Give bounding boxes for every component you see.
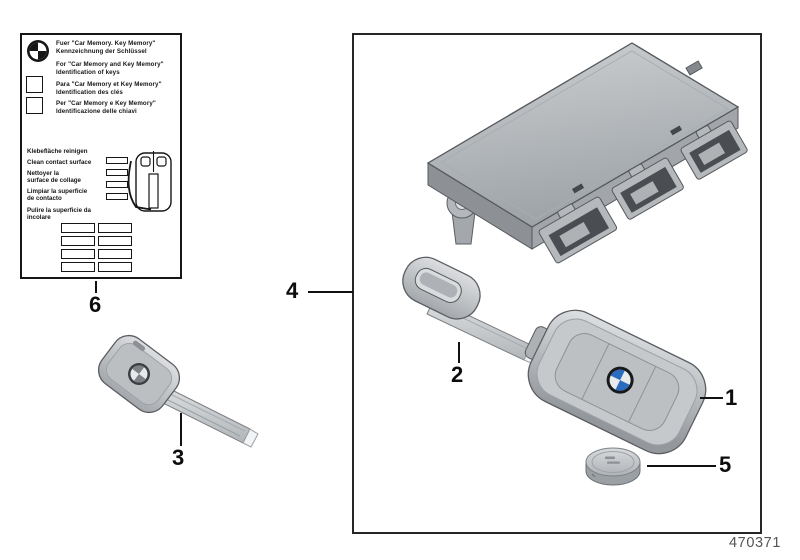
label-line: Pulire la superficie da [27, 207, 91, 214]
label-line: For "Car Memory and Key Memory" [56, 61, 164, 68]
sticker-grid-cell [98, 249, 132, 259]
label-line: Per "Car Memory e Key Memory" [56, 100, 156, 107]
label-line: Nettoyer la [27, 170, 59, 177]
label-line: Para "Car Memory et Key Memory" [56, 81, 162, 88]
leader-line-6 [95, 281, 97, 293]
label-line: Limpiar la superficie [27, 188, 88, 195]
sticker-slot [106, 157, 128, 164]
sticker-slot [106, 193, 128, 200]
sticker-grid-cell [61, 249, 95, 259]
label-line: Clean contact surface [27, 159, 92, 166]
label-text-english: For "Car Memory and Key Memory" Identifi… [56, 61, 178, 76]
sticker-grid-cell [61, 223, 95, 233]
callout-1-fob[interactable]: 1 [725, 385, 738, 410]
label-line: Kennzeichnung der Schlüssel [56, 47, 147, 55]
clean-text-german: Klebefläche reinigen [27, 148, 127, 155]
label-line: surface de collage [27, 177, 81, 185]
sticker-grid-cell [98, 262, 132, 272]
label-line: de contacto [27, 195, 62, 203]
sticker-slot [106, 181, 128, 188]
kit-contents-box [352, 33, 762, 534]
callout-6-label-sheet[interactable]: 6 [89, 292, 102, 317]
clean-text-english: Clean contact surface [27, 159, 127, 166]
bmw-roundel-mono-icon [128, 363, 150, 385]
leader-line-3 [180, 413, 182, 446]
clean-text-spanish: Limpiar la superficie de contacto [27, 188, 127, 203]
label-text-french: Para "Car Memory et Key Memory" Identifi… [56, 81, 178, 96]
label-checkbox-1 [26, 76, 43, 93]
leader-line-2 [458, 342, 460, 363]
label-text-german: Fuer "Car Memory. Key Memory" Kennzeichn… [56, 40, 178, 55]
label-line: Identificazione delle chiavi [56, 107, 137, 115]
diagram-reference-number: 470371 [729, 535, 781, 551]
label-text-italian: Per "Car Memory e Key Memory" Identifica… [56, 100, 178, 115]
sticker-grid-cell [61, 236, 95, 246]
label-line: Identification des clés [56, 88, 123, 96]
leader-line-5 [647, 465, 716, 467]
callout-4-kit-box[interactable]: 4 [286, 278, 299, 303]
leader-line-1 [700, 397, 723, 399]
callout-5-battery[interactable]: 5 [719, 452, 732, 477]
label-checkbox-2 [26, 97, 43, 114]
callout-3-key-blank[interactable]: 3 [172, 445, 185, 470]
clean-text-italian: Pulire la superficie da incolare [27, 207, 127, 222]
label-line: Identification of keys [56, 68, 120, 76]
sticker-grid-cell [61, 262, 95, 272]
clean-text-french: Nettoyer la surface de collage [27, 170, 127, 185]
leader-line-4 [308, 291, 353, 293]
sticker-grid-cell [98, 236, 132, 246]
sticker-slot [106, 169, 128, 176]
sticker-grid-cell [98, 223, 132, 233]
label-line: Fuer "Car Memory. Key Memory" [56, 40, 156, 47]
label-line: incolare [27, 214, 51, 222]
key-blank-drawing [97, 334, 259, 448]
label-line: Klebefläche reinigen [27, 148, 88, 155]
callout-2-key-insert[interactable]: 2 [451, 362, 464, 387]
